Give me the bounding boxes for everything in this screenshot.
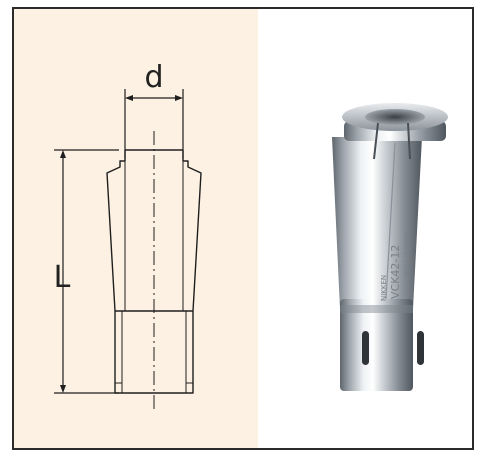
collet-left-profile — [106, 150, 154, 394]
dimension-d-label: d — [144, 60, 163, 95]
collet-slit-3 — [385, 142, 396, 300]
collet-slit-1 — [373, 122, 379, 160]
collet-outline — [106, 149, 202, 394]
collet-product-photo: VCK42-12 MADE IN JAPAN NIKKEN — [332, 103, 448, 391]
engraving-model-text: VCK42-12 — [389, 245, 402, 299]
d-arrow-right — [175, 95, 183, 101]
L-arrow-top — [60, 150, 66, 158]
dimension-L-label: L — [54, 260, 71, 295]
collet-shank — [340, 299, 413, 391]
collet-body-taper — [332, 137, 422, 309]
d-arrow-left — [125, 95, 133, 101]
collet-right-profile — [154, 150, 202, 394]
technical-drawing-panel: d L — [14, 9, 258, 448]
collet-slit-2 — [407, 122, 411, 160]
dimension-L: L — [54, 149, 119, 394]
product-photo-panel: VCK42-12 MADE IN JAPAN NIKKEN — [258, 9, 472, 448]
engraving-brand-text: NIKKEN — [380, 275, 388, 301]
engraving-origin-text: MADE IN JAPAN — [404, 232, 411, 277]
shank-slot-right — [417, 331, 424, 365]
L-arrow-bottom — [60, 385, 66, 393]
drawing-background — [14, 9, 258, 448]
collet-technical-drawing: d L — [14, 9, 258, 448]
collet-shoulder-shadow — [340, 305, 413, 313]
dimension-d: d — [124, 60, 184, 159]
collet-bore-opening — [365, 109, 425, 125]
figure-frame: d L — [12, 7, 474, 450]
shank-slot-left — [362, 331, 369, 365]
